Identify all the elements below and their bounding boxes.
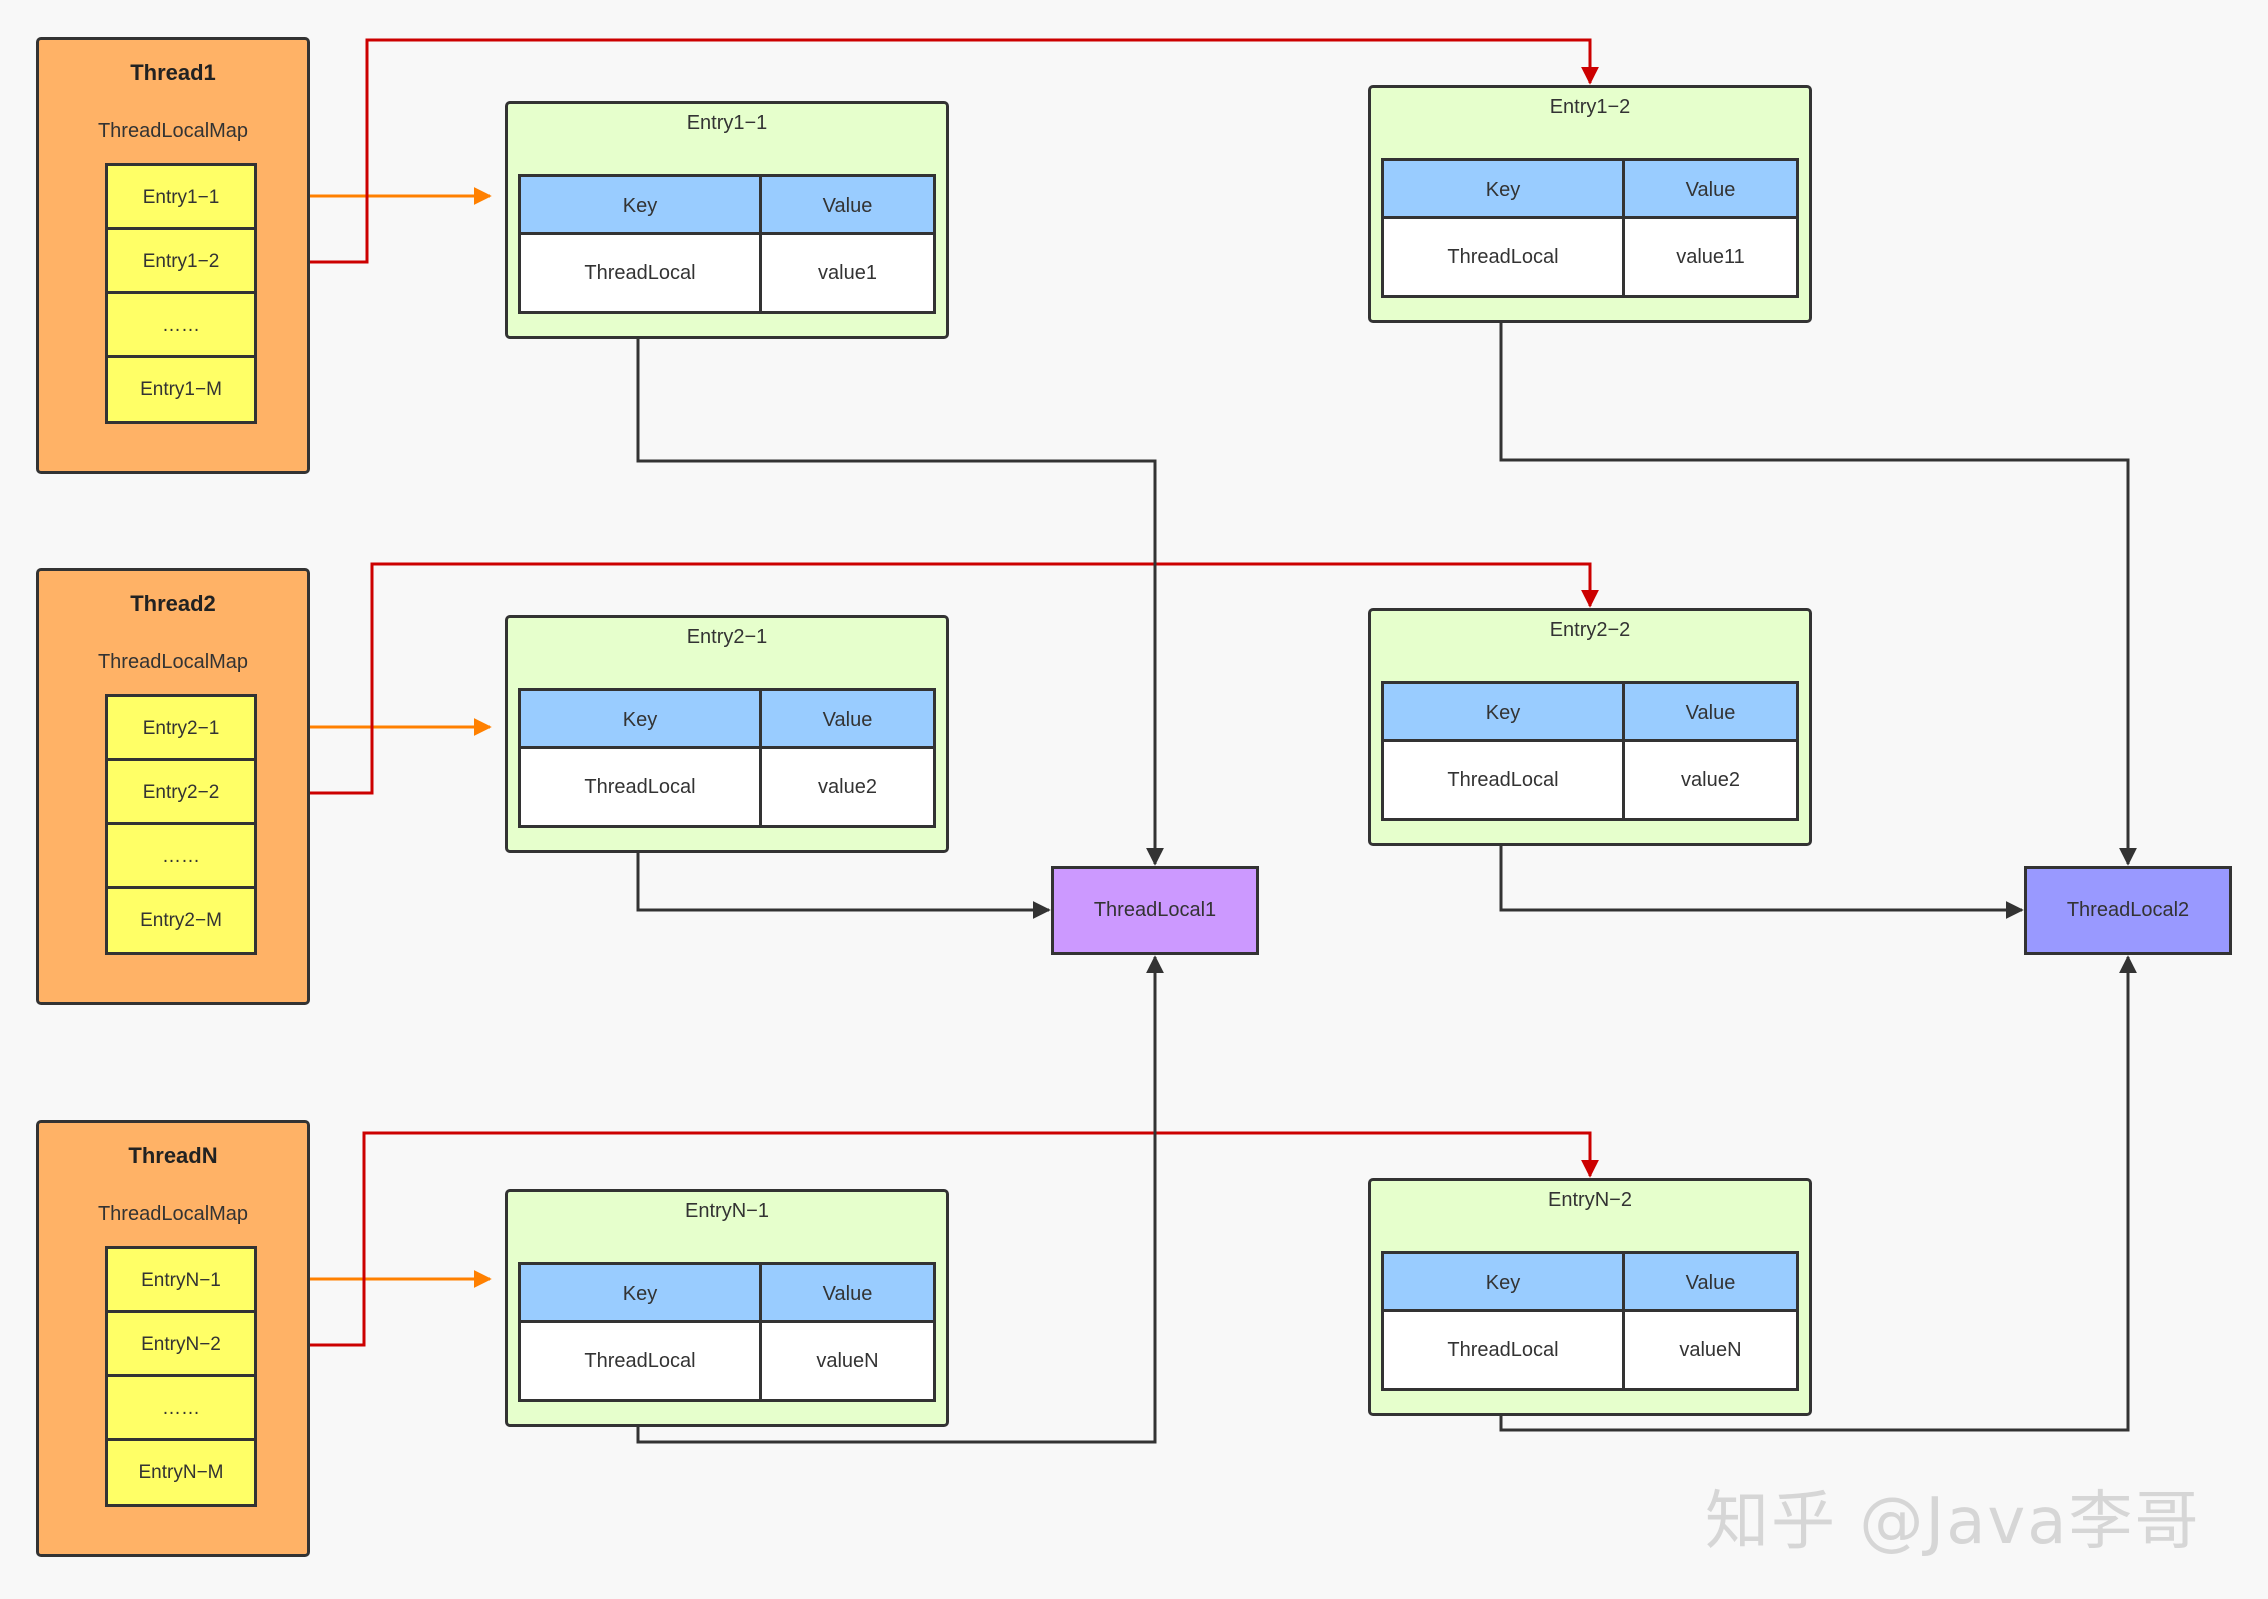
threadlocal2-box: ThreadLocal2	[2024, 866, 2232, 955]
key-cell: ThreadLocal	[1447, 1339, 1559, 1361]
key-cell: ThreadLocal	[584, 1350, 696, 1372]
entry-title: Entry1−2	[1549, 96, 1631, 118]
arrow-entry1-2	[256, 38, 1599, 264]
key-header: Key	[1485, 702, 1521, 724]
ref-entry1-2-key	[1499, 293, 2137, 866]
threadlocalmap-label: ThreadLocalMap	[97, 1203, 249, 1225]
entry-slot: Entry1−M	[140, 379, 222, 400]
watermark: 知乎 @Java李哥	[1705, 1485, 2201, 1559]
entry-slot-list: Entry2−1 Entry2−2 …… Entry2−M	[105, 694, 257, 955]
thread-title: Thread1	[130, 60, 216, 85]
value-header: Value	[1685, 1272, 1736, 1294]
entry-title: EntryN−1	[685, 1200, 769, 1222]
entry-slot: Entry2−M	[140, 910, 222, 931]
threadlocalmap-label: ThreadLocalMap	[97, 651, 249, 673]
key-value-table: Key Value ThreadLocal value1	[518, 174, 936, 314]
key-value-table: Key Value ThreadLocal valueN	[518, 1262, 936, 1402]
entry-slot: Entry2−2	[108, 761, 254, 825]
entry-slot: ……	[108, 825, 254, 889]
value-cell: value2	[1681, 769, 1740, 791]
entry-slot: EntryN−1	[108, 1249, 254, 1313]
ref-entry2-2-key	[1499, 816, 2024, 919]
thread-title: Thread2	[130, 591, 216, 616]
entry-slot: EntryN−M	[138, 1462, 224, 1483]
thread-1: Thread1 ThreadLocalMap Entry1−1 Entry1−2…	[36, 37, 310, 474]
value-header: Value	[822, 195, 873, 217]
ref-entry1-1-key	[636, 309, 1164, 866]
key-value-table: Key Value ThreadLocal valueN	[1381, 1251, 1799, 1391]
key-value-table: Key Value ThreadLocal value2	[518, 688, 936, 828]
entry-title: EntryN−2	[1548, 1189, 1632, 1211]
entry-slot: Entry1−2	[108, 230, 254, 294]
thread-n: ThreadN ThreadLocalMap EntryN−1 EntryN−2…	[36, 1120, 310, 1557]
threadlocal1-box: ThreadLocal1	[1051, 866, 1259, 955]
value-header: Value	[1685, 179, 1736, 201]
arrow-entryn-2	[256, 1131, 1599, 1347]
value-header: Value	[822, 709, 873, 731]
value-cell: valueN	[816, 1350, 879, 1372]
value-cell: value11	[1676, 246, 1745, 268]
entry-slot: ……	[108, 294, 254, 358]
entry-title: Entry2−1	[686, 626, 768, 648]
entry-slot: Entry2−1	[108, 697, 254, 761]
entry-box-1-2: Entry1−2 Key Value ThreadLocal value11	[1368, 85, 1812, 323]
entry-box-2-1: Entry2−1 Key Value ThreadLocal value2	[505, 615, 949, 853]
key-header: Key	[622, 709, 658, 731]
thread-title: ThreadN	[128, 1143, 218, 1168]
entry-slot: Entry1−1	[108, 166, 254, 230]
thread-2: Thread2 ThreadLocalMap Entry2−1 Entry2−2…	[36, 568, 310, 1005]
value-header: Value	[822, 1283, 873, 1305]
entry-box-1-1: Entry1−1 Key Value ThreadLocal value1	[505, 101, 949, 339]
key-header: Key	[622, 1283, 658, 1305]
key-header: Key	[622, 195, 658, 217]
value-cell: value2	[818, 776, 877, 798]
key-cell: ThreadLocal	[584, 776, 696, 798]
key-header: Key	[1485, 1272, 1521, 1294]
key-header: Key	[1485, 179, 1521, 201]
arrow-entry2-2	[256, 562, 1599, 795]
entry-title: Entry1−1	[686, 112, 768, 134]
entry-box-n-2: EntryN−2 Key Value ThreadLocal valueN	[1368, 1178, 1812, 1416]
key-value-table: Key Value ThreadLocal value11	[1381, 158, 1799, 298]
entry-slot-list: EntryN−1 EntryN−2 …… EntryN−M	[105, 1246, 257, 1507]
threadlocalmap-label: ThreadLocalMap	[97, 120, 249, 142]
entry-slot: ……	[108, 1377, 254, 1441]
key-cell: ThreadLocal	[584, 262, 696, 284]
value-cell: value1	[818, 262, 877, 284]
key-cell: ThreadLocal	[1447, 769, 1559, 791]
key-value-table: Key Value ThreadLocal value2	[1381, 681, 1799, 821]
entry-title: Entry2−2	[1549, 619, 1631, 641]
entry-box-2-2: Entry2−2 Key Value ThreadLocal value2	[1368, 608, 1812, 846]
entry-box-n-1: EntryN−1 Key Value ThreadLocal valueN	[505, 1189, 949, 1427]
key-cell: ThreadLocal	[1447, 246, 1559, 268]
value-header: Value	[1685, 702, 1736, 724]
entry-slot-list: Entry1−1 Entry1−2 …… Entry1−M	[105, 163, 257, 424]
entry-slot: EntryN−2	[108, 1313, 254, 1377]
value-cell: valueN	[1679, 1339, 1742, 1361]
